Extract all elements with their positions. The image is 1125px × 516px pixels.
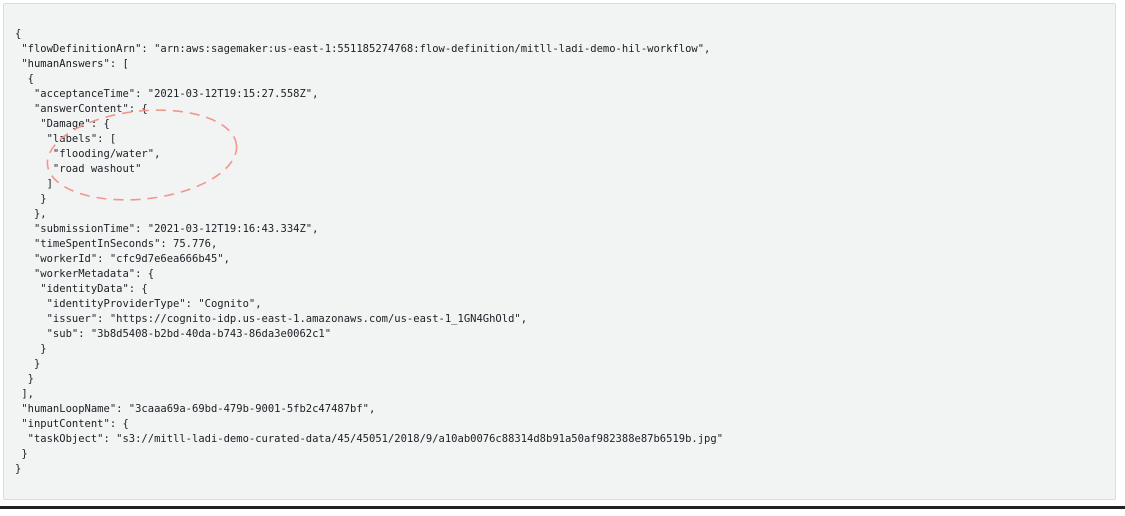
json-code: { "flowDefinitionArn": "arn:aws:sagemake… [15,28,724,475]
json-output-panel: { "flowDefinitionArn": "arn:aws:sagemake… [3,3,1116,500]
bottom-divider [0,506,1125,509]
